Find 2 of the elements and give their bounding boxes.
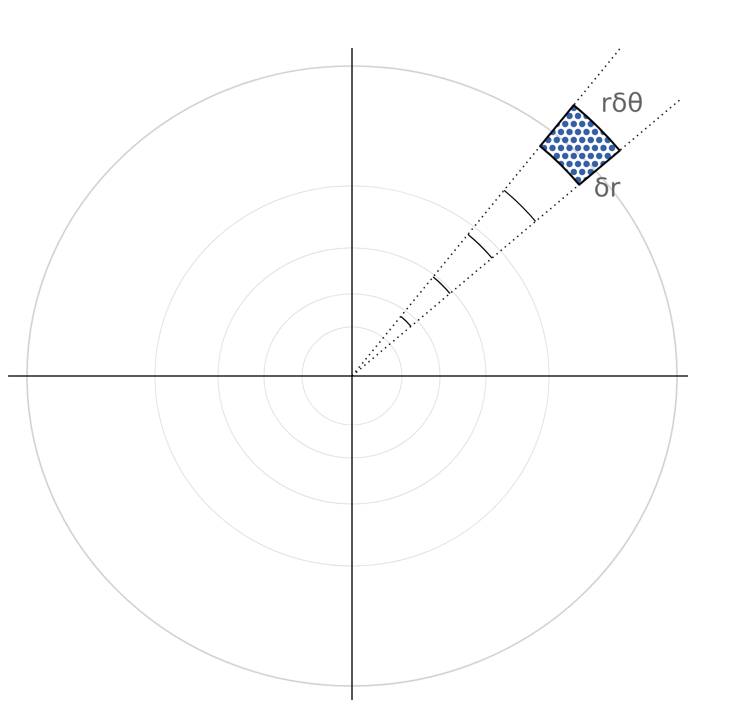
dimension-label: δr — [595, 177, 620, 197]
dimension-label: rδθ — [603, 92, 642, 112]
